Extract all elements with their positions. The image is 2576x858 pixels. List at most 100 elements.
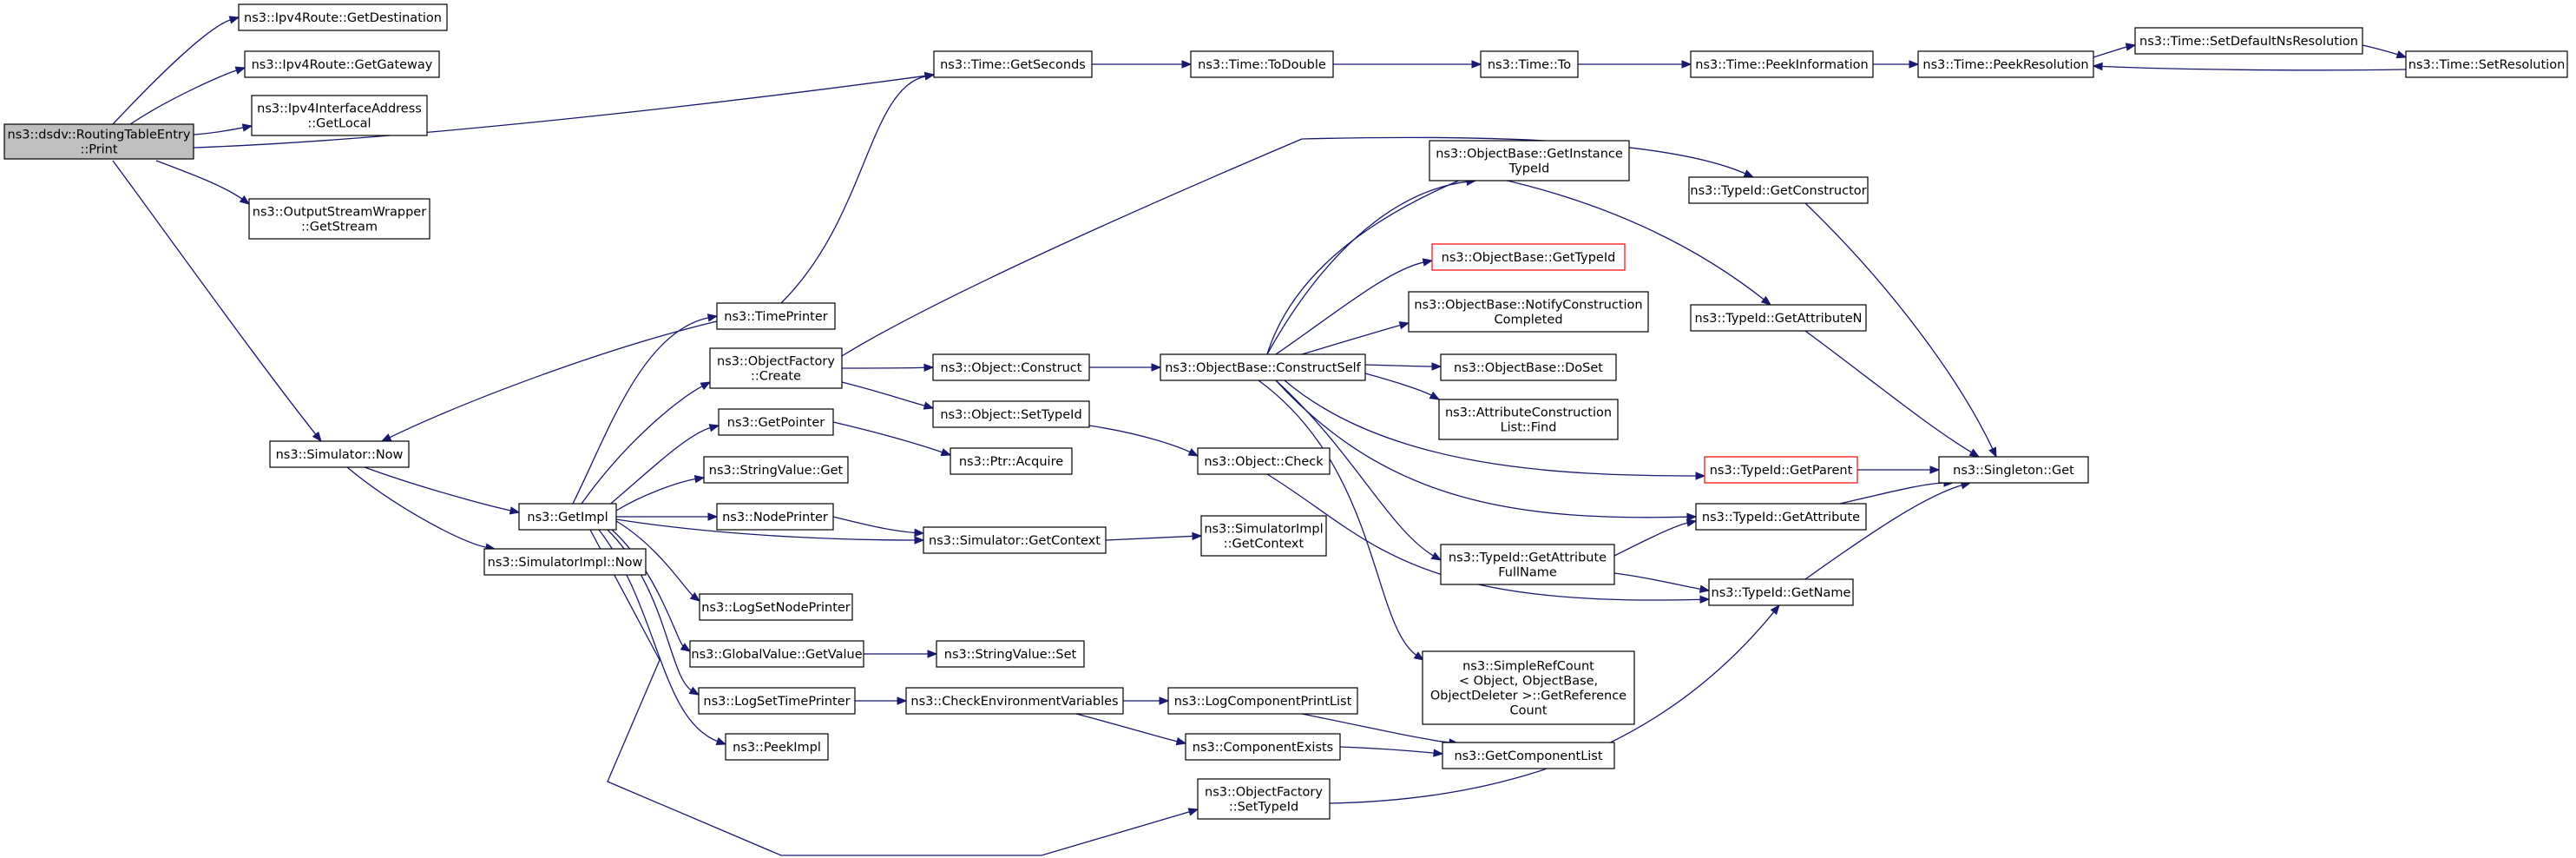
node-label: ns3::SimulatorImpl::Now: [488, 556, 643, 570]
node-singleton[interactable]: ns3::Singleton::Get: [1938, 456, 2089, 484]
node-setdefres[interactable]: ns3::Time::SetDefaultNsResolution: [2134, 27, 2363, 55]
node-getseconds[interactable]: ns3::Time::GetSeconds: [933, 50, 1093, 78]
edge-print-to-getgw: [129, 66, 246, 125]
node-tigetctor[interactable]: ns3::TypeId::GetConstructor: [1688, 176, 1869, 204]
node-setres[interactable]: ns3::Time::SetResolution: [2405, 50, 2568, 78]
node-constructself[interactable]: ns3::ObjectBase::ConstructSelf: [1160, 353, 1366, 381]
node-gvgetvalue[interactable]: ns3::GlobalValue::GetValue: [689, 640, 864, 668]
edge-line: [615, 478, 698, 512]
node-label: ns3::StringValue::Get: [709, 464, 844, 478]
node-label: ns3::AttributeConstruction: [1445, 406, 1612, 420]
node-simnow[interactable]: ns3::Simulator::Now: [269, 440, 410, 468]
edge-objcheck-to-tigetname: [1266, 473, 1711, 604]
node-label: ns3::ObjectFactory: [717, 355, 835, 369]
node-simimplgetctx[interactable]: ns3::SimulatorImpl::GetContext: [1200, 515, 1327, 557]
node-todouble[interactable]: ns3::Time::ToDouble: [1190, 50, 1334, 78]
arrowhead: [1681, 60, 1692, 69]
node-getcomplist[interactable]: ns3::GetComponentList: [1442, 742, 1615, 769]
node-box: [716, 503, 834, 531]
node-peekimpl[interactable]: ns3::PeekImpl: [725, 733, 829, 761]
node-box: [1480, 50, 1579, 78]
arrowhead: [1159, 696, 1170, 705]
node-tigetattrn[interactable]: ns3::TypeId::GetAttributeN: [1690, 304, 1867, 332]
edge-tigetattrfull-to-tigetname: [1613, 572, 1711, 593]
node-peekres[interactable]: ns3::Time::PeekResolution: [1917, 50, 2094, 78]
node-label: ns3::SimulatorImpl: [1204, 523, 1323, 537]
node-box: [1695, 503, 1867, 531]
node-box: [1688, 176, 1869, 204]
arrowhead: [1192, 531, 1203, 541]
node-objconstruct[interactable]: ns3::Object::Construct: [932, 353, 1090, 381]
arrowhead: [1743, 169, 1755, 178]
node-label: TypeId: [1508, 162, 1550, 176]
node-label: ns3::Singleton::Get: [1953, 464, 2074, 478]
node-ptracquire[interactable]: ns3::Ptr::Acquire: [950, 447, 1073, 475]
node-logcomplist[interactable]: ns3::LogComponentPrintList: [1167, 687, 1358, 715]
node-tigetparent[interactable]: ns3::TypeId::GetParent: [1704, 456, 1858, 484]
node-svget[interactable]: ns3::StringValue::Get: [703, 456, 849, 484]
node-tigetname[interactable]: ns3::TypeId::GetName: [1708, 578, 1854, 606]
node-logsetnode[interactable]: ns3::LogSetNodePrinter: [699, 593, 853, 621]
node-timeprinter[interactable]: ns3::TimePrinter: [716, 302, 836, 330]
edge-getseconds-to-todouble: [1092, 60, 1193, 69]
edge-line: [129, 69, 239, 125]
node-compexists[interactable]: ns3::ComponentExists: [1185, 733, 1341, 761]
node-getgw[interactable]: ns3::Ipv4Route::GetGateway: [244, 50, 440, 78]
node-label: ns3::Time::ToDouble: [1198, 58, 1326, 72]
arrowhead: [312, 431, 322, 443]
node-label: ns3::Time::GetSeconds: [940, 58, 1086, 72]
node-getpointer[interactable]: ns3::GetPointer: [718, 408, 834, 436]
node-getimpl[interactable]: ns3::GetImpl: [518, 503, 617, 531]
node-label: ns3::ComponentExists: [1193, 741, 1334, 755]
arrowhead: [940, 448, 952, 457]
edge-objconstruct-to-constructself: [1089, 363, 1162, 372]
node-objcheck[interactable]: ns3::Object::Check: [1197, 447, 1331, 475]
node-logsettime[interactable]: ns3::LogSetTimePrinter: [698, 687, 856, 715]
node-label: ::GetLocal: [307, 117, 371, 131]
node-simgetctx[interactable]: ns3::Simulator::GetContext: [923, 526, 1107, 554]
edge-line: [193, 75, 928, 148]
edge-line: [615, 520, 695, 597]
edge-peekres-to-setdefres: [2093, 43, 2137, 58]
arrowhead: [239, 195, 251, 205]
node-getstream[interactable]: ns3::OutputStreamWrapper::GetStream: [248, 198, 430, 240]
arrowhead: [509, 506, 521, 515]
node-simimplnow[interactable]: ns3::SimulatorImpl::Now: [483, 548, 647, 576]
node-box: [1185, 733, 1341, 761]
node-getlocal[interactable]: ns3::Ipv4InterfaceAddress::GetLocal: [251, 95, 428, 136]
node-label: ns3::ObjectFactory: [1205, 786, 1323, 800]
node-svset[interactable]: ns3::StringValue::Set: [936, 640, 1085, 668]
edge-line: [364, 466, 513, 512]
node-obdoset[interactable]: ns3::ObjectBase::DoSet: [1440, 353, 1617, 381]
node-obgettypeid[interactable]: ns3::ObjectBase::GetTypeId: [1431, 243, 1626, 271]
node-objsettypeid[interactable]: ns3::Object::SetTypeId: [932, 400, 1090, 428]
node-box: [1190, 50, 1334, 78]
edge-line: [1364, 364, 1435, 367]
arrowhead: [923, 72, 936, 81]
node-checkenv[interactable]: ns3::CheckEnvironmentVariables: [905, 687, 1124, 715]
node-box: [269, 440, 410, 468]
node-print[interactable]: ns3::dsdv::RoutingTableEntry::Print: [3, 123, 194, 160]
node-box: [936, 640, 1085, 668]
node-box: [1708, 578, 1854, 606]
node-ofsettypeid[interactable]: ns3::ObjectFactory::SetTypeId: [1197, 778, 1331, 820]
arrowhead: [1695, 472, 1706, 480]
node-timeto[interactable]: ns3::Time::To: [1480, 50, 1579, 78]
node-tigetattr[interactable]: ns3::TypeId::GetAttribute: [1695, 503, 1867, 531]
edge-getimpl-to-gvgetvalue: [611, 529, 692, 652]
edge-line: [607, 426, 713, 507]
edge-line: [112, 160, 318, 437]
node-label: ns3::Ipv4Route::GetDestination: [244, 11, 442, 25]
node-obnotify[interactable]: ns3::ObjectBase::NotifyConstructionCompl…: [1408, 291, 1649, 333]
node-box: [1704, 456, 1858, 484]
edge-line: [2093, 45, 2129, 58]
node-label: ns3::TypeId::GetConstructor: [1690, 184, 1866, 198]
node-peekinfo[interactable]: ns3::Time::PeekInformation: [1690, 50, 1874, 78]
node-getdest[interactable]: ns3::Ipv4Route::GetDestination: [238, 3, 448, 31]
node-simplerefcount[interactable]: ns3::SimpleRefCount< Object, ObjectBase,…: [1422, 650, 1635, 725]
node-ofcreate[interactable]: ns3::ObjectFactory::Create: [709, 347, 843, 389]
node-nodeprinter[interactable]: ns3::NodePrinter: [716, 503, 834, 531]
